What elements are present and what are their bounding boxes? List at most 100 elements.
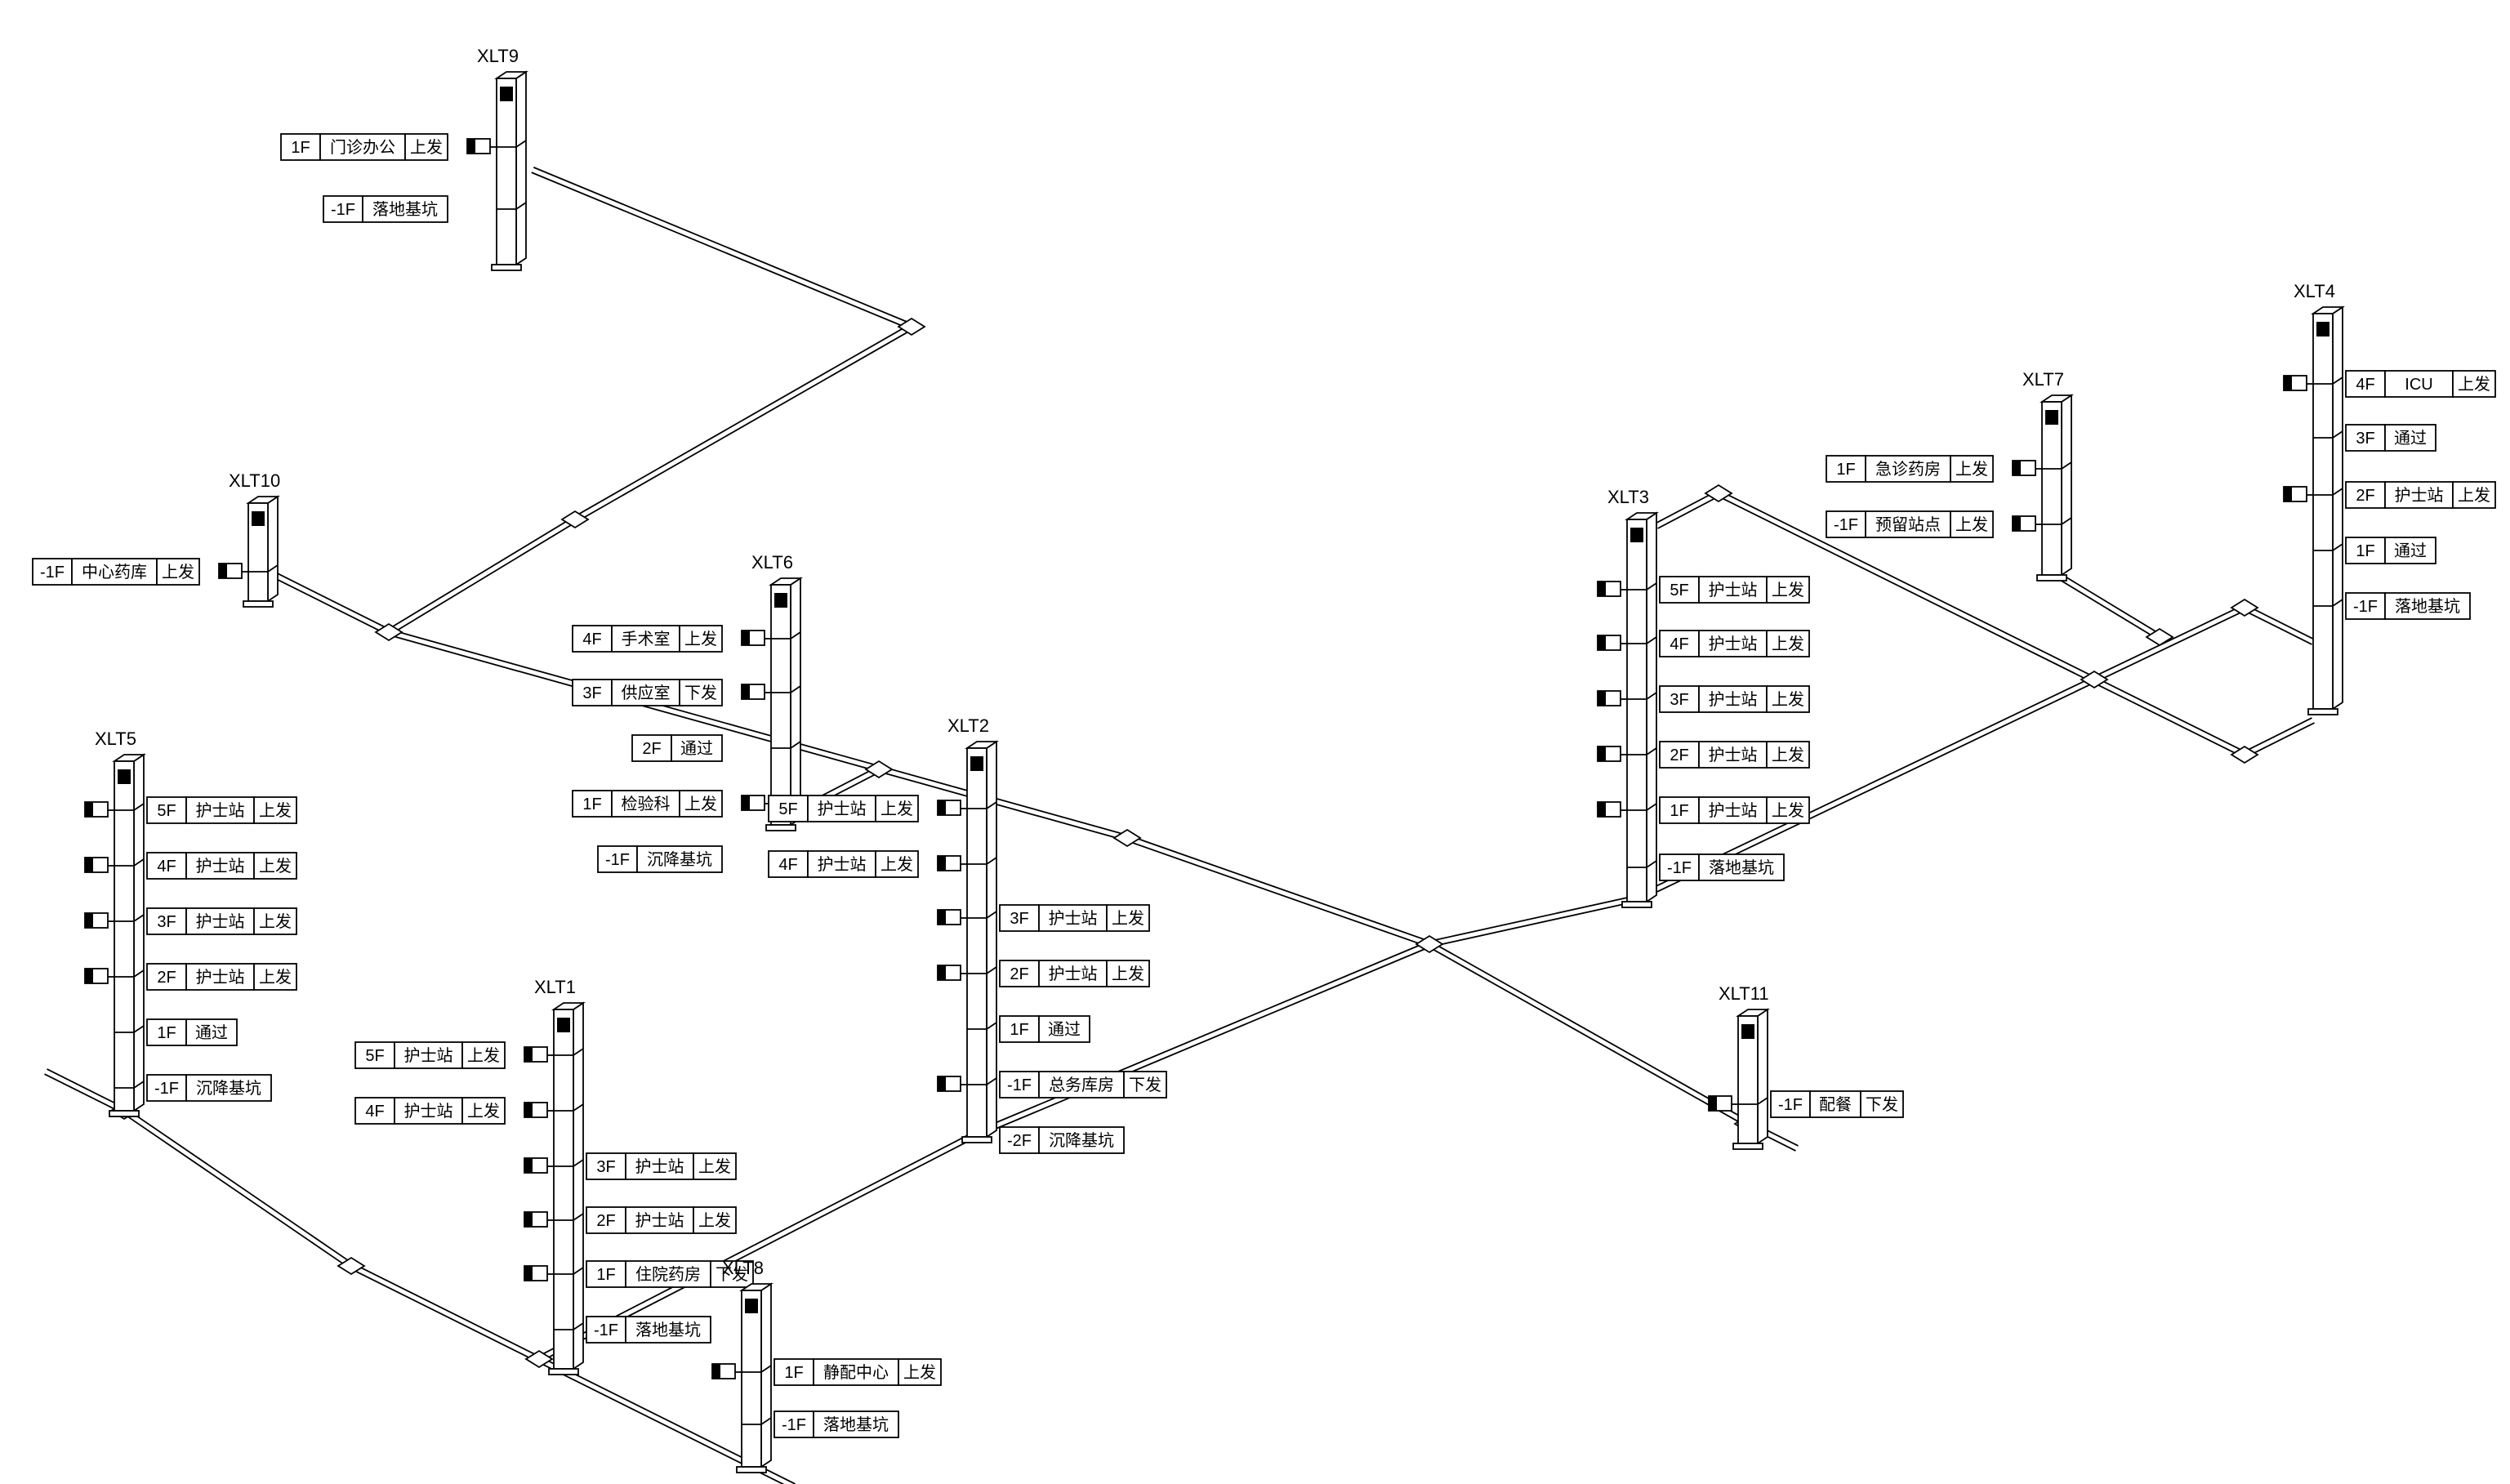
floor-label-cell (146, 796, 187, 824)
floor-label-text: 落地基坑 (1709, 858, 1774, 877)
floor-label-text: 护士站 (1709, 635, 1758, 653)
tower-front-face (2041, 401, 2062, 576)
dispatch-device-icon-fill (1598, 691, 1606, 706)
floor-label-text: -1F (1834, 516, 1858, 534)
floor-label-cell (185, 1018, 238, 1046)
floor-divider-side (986, 1077, 997, 1085)
tower-drive-unit (557, 1018, 570, 1032)
floor-divider-side (986, 857, 997, 865)
dispatch-device-icon-fill (467, 139, 475, 154)
dispatch-device-icon-fill (2284, 487, 2292, 501)
tower-drive-unit (1630, 528, 1643, 542)
floor-label-text: 3F (582, 684, 601, 702)
floor-label-text: 护士站 (818, 800, 867, 818)
floor-label-cell (774, 1410, 814, 1438)
floor-label-text: 上发 (1112, 909, 1144, 928)
floor-label-text: 总务库房 (1049, 1076, 1114, 1094)
rail-line (573, 323, 911, 518)
floor-label-cell (625, 1152, 694, 1180)
floor-label-cell (354, 1041, 395, 1069)
floor-label-text: 上发 (881, 800, 913, 818)
dispatch-device-icon-fill (219, 564, 227, 578)
rail-junction (374, 622, 403, 642)
floor-label-cell (625, 1206, 694, 1234)
rail-xlt10-branch (266, 568, 390, 635)
tower-side-face (515, 70, 527, 266)
floor-divider-side (573, 1322, 584, 1330)
floor-label-cell (253, 852, 297, 880)
floor-label-cell (146, 1018, 187, 1046)
floor-label-text: 3F (1010, 910, 1028, 928)
floor-label-cell (1950, 510, 1994, 538)
floor-label-text: 急诊药房 (1875, 460, 1941, 479)
tower-drive-unit (1741, 1024, 1754, 1039)
floor-label-text: 下发 (716, 1265, 748, 1284)
floor-label-text: 手术室 (622, 630, 671, 648)
floor-label-text: -1F (1007, 1076, 1032, 1094)
floor-label-text: 护士站 (635, 1157, 684, 1176)
tower-side-face (573, 1001, 584, 1370)
floor-label-text: 5F (1670, 582, 1688, 599)
floor-label-text: 1F (291, 139, 310, 157)
dispatch-device-icon-fill (742, 795, 750, 810)
rail-xlt2-branch (975, 941, 1431, 1137)
rail-xlt3-base-branch (1429, 894, 1638, 948)
dispatch-device-icon-fill (85, 858, 93, 872)
dispatch-device-icon-fill (1598, 802, 1606, 817)
tower-side-face (2332, 305, 2343, 711)
floor-label-text: 护士站 (196, 801, 245, 820)
floor-label-text: 1F (1010, 1021, 1028, 1039)
rail-line (977, 946, 1431, 1137)
floor-label-cell (2384, 592, 2471, 620)
floor-label-cell (898, 1358, 942, 1386)
rail-junction (560, 510, 590, 529)
floor-label-text: 3F (157, 913, 176, 931)
floor-label-text: 4F (778, 856, 797, 874)
floor-label-cell (362, 195, 448, 223)
floor-divider-side (133, 1025, 145, 1033)
station-title: XLT4 (2294, 281, 2335, 301)
rail-line (1654, 490, 1718, 524)
floor-label-cell (1038, 1015, 1090, 1043)
floor-label-text: 护士站 (404, 1102, 453, 1121)
dispatch-device-icon-fill (712, 1364, 720, 1379)
dispatch-device-icon-fill (742, 684, 750, 699)
floor-label-text: 上发 (1772, 690, 1804, 709)
tower-side-face (760, 1282, 772, 1468)
rail-central-trunk-west (387, 628, 1129, 842)
floor-divider-side (133, 858, 145, 867)
floor-label-text: 上发 (2458, 486, 2490, 505)
rail-junction (337, 1256, 366, 1276)
rail-line (1638, 609, 2246, 902)
tower-front-face (966, 747, 988, 1138)
floor-label-cell (1659, 741, 1700, 769)
floor-label-text: 2F (157, 969, 176, 987)
station-title: XLT2 (947, 715, 989, 736)
floor-label-text: 门诊办公 (330, 138, 395, 157)
floor-label-text: 2F (1670, 746, 1688, 764)
floor-label-cell (2384, 537, 2436, 564)
rail-line (2243, 609, 2312, 645)
tower-base-foot (548, 1368, 579, 1375)
rail-junction (1112, 828, 1142, 848)
floor-label-text: 落地基坑 (635, 1321, 701, 1339)
dispatch-device-icon-fill (938, 1076, 946, 1091)
floor-label-cell (1659, 853, 1700, 881)
floor-divider-side (515, 202, 527, 210)
rail-east-trunk-low (1635, 604, 2246, 902)
floor-label-cell (625, 1316, 711, 1344)
rail-xlt4-branch (2243, 604, 2315, 645)
